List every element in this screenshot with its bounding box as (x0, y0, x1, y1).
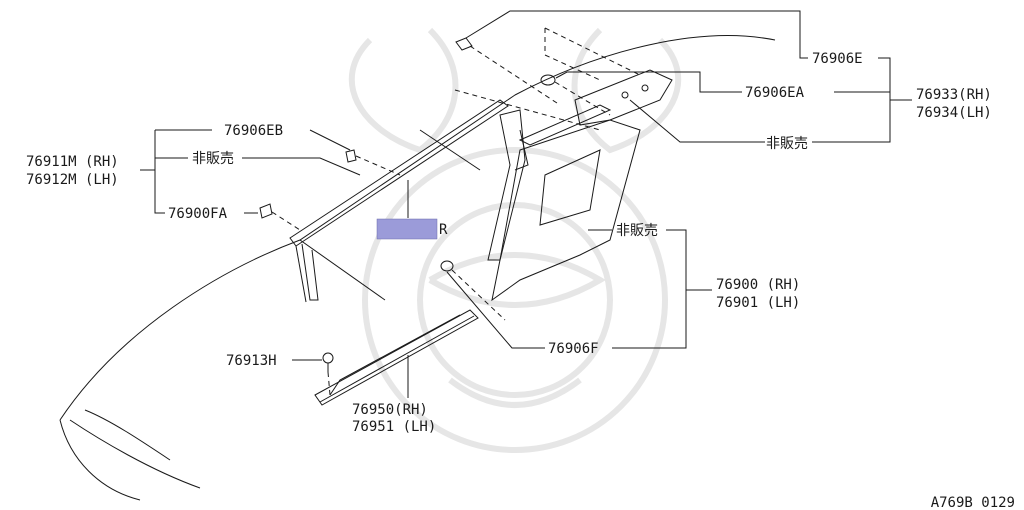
front-edge (59, 419, 141, 501)
redacted-label-fragment: R (439, 222, 448, 238)
kicking-plate (314, 309, 479, 406)
callout-labels: 76906E 76906EA 76933(RH) 76934(LH) 非販売 7… (26, 51, 992, 435)
label-76950-rh: 76950(RH) (352, 402, 428, 418)
label-76912M-lh: 76912M (LH) (26, 172, 119, 188)
label-76933-rh: 76933(RH) (916, 87, 992, 103)
clip-76900FA (259, 203, 273, 219)
hood-crease (84, 409, 171, 461)
figure-code: A769B 0129 (931, 495, 1015, 510)
label-76906E: 76906E (812, 51, 863, 67)
label-76900-rh: 76900 (RH) (716, 277, 800, 293)
clip-76906F (440, 260, 454, 272)
front-pillar-garnish (289, 99, 509, 303)
leader-lines (140, 10, 912, 398)
redaction-box (376, 218, 438, 240)
clip-76906EA (540, 74, 556, 86)
label-76906EB: 76906EB (224, 123, 283, 139)
label-76951-lh: 76951 (LH) (352, 419, 436, 435)
label-76900FA: 76900FA (168, 206, 228, 222)
label-76911M-rh: 76911M (RH) (26, 154, 119, 170)
clip-76906E (455, 37, 473, 51)
door-top-line (419, 129, 481, 171)
label-not-for-sale-right: 非販売 (616, 223, 658, 239)
label-76906F: 76906F (548, 341, 599, 357)
label-76934-lh: 76934(LH) (916, 105, 992, 121)
label-not-for-sale-left: 非販売 (192, 151, 234, 167)
a-pillar-line (299, 239, 386, 301)
label-76913H: 76913H (226, 353, 277, 369)
watermark-emblem (348, 27, 682, 453)
label-76906EA: 76906EA (745, 85, 805, 101)
front-bumper (69, 419, 201, 489)
clip-76906EB (345, 149, 357, 163)
clip-76913H (322, 352, 334, 372)
label-76901-lh: 76901 (LH) (716, 295, 800, 311)
car-body-outline (59, 35, 776, 501)
label-not-for-sale-top-right: 非販売 (766, 136, 808, 152)
